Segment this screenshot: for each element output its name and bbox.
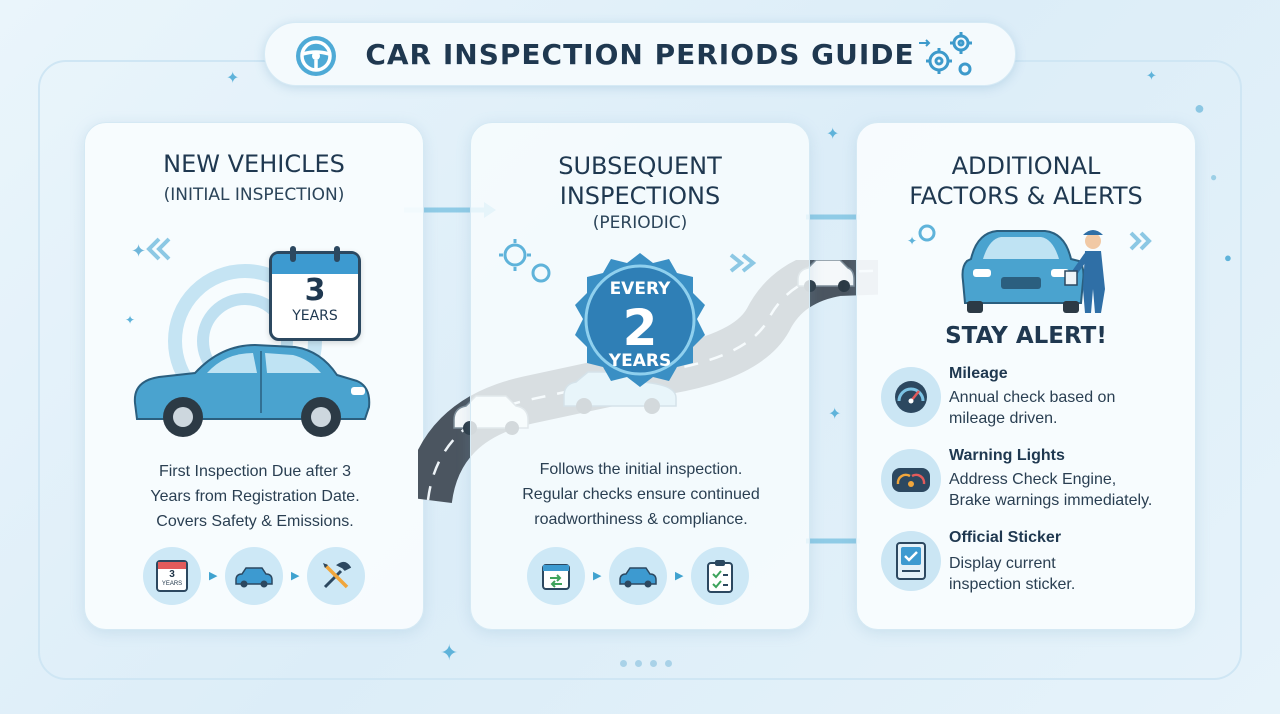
every-2-years-badge xyxy=(575,253,705,387)
calendar-icon: 3 YEARS xyxy=(143,547,201,605)
clipboard-check-icon xyxy=(691,547,749,605)
calendar-number: 3 xyxy=(304,273,326,308)
sparkle-icon: ● xyxy=(1194,98,1205,118)
sparkle-icon: ● xyxy=(1224,250,1232,265)
item-heading: Official Sticker xyxy=(949,529,1062,546)
svg-text:✦: ✦ xyxy=(131,241,146,261)
item-description: Display current inspection sticker. xyxy=(949,555,1076,593)
panel-description: Follows the initial inspection. Regular … xyxy=(522,461,760,528)
car-icon xyxy=(609,547,667,605)
step-arrow-icon: ▶ xyxy=(593,570,602,582)
step-arrow-icon: ▶ xyxy=(675,570,684,582)
sticker-icon xyxy=(881,531,941,591)
gear-icon: ✦ xyxy=(907,224,936,248)
speedometer-icon xyxy=(881,367,941,427)
step-arrow-icon: ▶ xyxy=(291,570,300,582)
calendar-cycle-icon xyxy=(527,547,585,605)
item-description: Annual check based on mileage driven. xyxy=(949,389,1116,427)
badge-bottom: YEARS xyxy=(608,351,672,371)
gears-icon xyxy=(499,239,551,283)
chevrons-icon xyxy=(729,253,757,273)
new-vehicles-panel: NEW VEHICLES (INITIAL INSPECTION) ✦ 3 YE… xyxy=(84,122,424,630)
sparkle-icon: ✦ xyxy=(226,70,240,87)
sparkle-icon: ✦ xyxy=(826,126,840,143)
wrench-screwdriver-icon xyxy=(307,547,365,605)
item-description: Address Check Engine, Brake warnings imm… xyxy=(949,471,1153,509)
chevrons-icon xyxy=(1129,231,1152,251)
sparkle-icon: ✦ xyxy=(1146,68,1157,83)
connector-line xyxy=(806,214,860,220)
stay-alert-heading: STAY ALERT! xyxy=(945,323,1107,349)
sparkle-icon: ✦ xyxy=(828,406,842,423)
car-icon xyxy=(133,343,371,437)
steering-wheel-icon xyxy=(296,36,336,76)
mechanic-car-icon xyxy=(961,230,1105,313)
sparkle-icon: ✦ xyxy=(440,640,459,665)
sparkle-icon: ✦ xyxy=(125,313,136,327)
chevrons-icon: ✦ xyxy=(131,237,171,261)
connector-line xyxy=(806,538,860,544)
page-title: CAR INSPECTION PERIODS GUIDE xyxy=(365,37,915,71)
calendar-unit: YEARS xyxy=(292,308,338,324)
dashboard-warning-icon xyxy=(881,449,941,509)
badge-number: 2 xyxy=(622,299,658,357)
panel-title: NEW VEHICLES xyxy=(163,150,345,178)
title-banner: CAR INSPECTION PERIODS GUIDE xyxy=(264,22,1016,86)
panel-description: First Inspection Due after 3 Years from … xyxy=(150,463,360,530)
car-icon xyxy=(225,547,283,605)
item-heading: Mileage xyxy=(949,365,1008,382)
badge-top: EVERY xyxy=(609,279,671,299)
panel-subtitle: (INITIAL INSPECTION) xyxy=(163,185,345,205)
calendar-icon: 3 YEARS xyxy=(269,246,361,341)
panel-title: SUBSEQUENT INSPECTIONS xyxy=(558,152,722,210)
additional-factors-panel: ADDITIONAL FACTORS & ALERTS ✦ STAY ALERT… xyxy=(856,122,1196,630)
gears-icon xyxy=(919,32,972,76)
item-heading: Warning Lights xyxy=(949,447,1065,464)
panel-title: ADDITIONAL FACTORS & ALERTS xyxy=(909,152,1143,210)
panel-subtitle: (PERIODIC) xyxy=(592,213,688,233)
sparkle-icon: ● xyxy=(1210,170,1218,184)
subsequent-inspections-panel: SUBSEQUENT INSPECTIONS (PERIODIC) EVERY … xyxy=(470,122,810,630)
decorative-dots xyxy=(620,660,672,667)
svg-text:✦: ✦ xyxy=(907,234,917,248)
step-arrow-icon: ▶ xyxy=(209,570,218,582)
